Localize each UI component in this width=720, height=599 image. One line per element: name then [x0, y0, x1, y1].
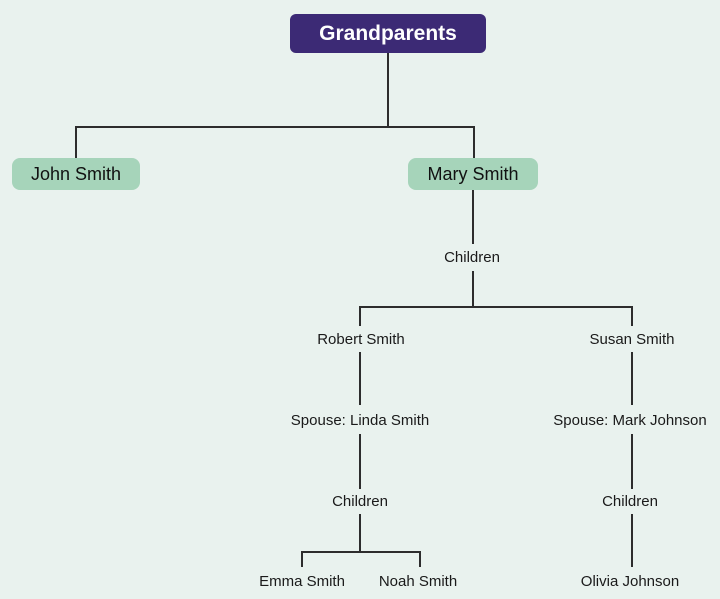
connector-children-bar [359, 306, 633, 308]
connector-susan-stub [631, 306, 633, 326]
label-spouse-mark: Spouse: Mark Johnson [553, 412, 707, 429]
connector-susan-to-spouse [631, 352, 633, 405]
label-spouse-linda: Spouse: Linda Smith [290, 412, 430, 429]
node-john-smith: John Smith [12, 158, 140, 190]
label-noah-smith: Noah Smith [378, 573, 458, 590]
connector-children-label-down [472, 271, 474, 307]
connector-noah-stub [419, 551, 421, 567]
connector-robert-to-spouse [359, 352, 361, 405]
connector-mary-stub [473, 126, 475, 159]
node-grandparents: Grandparents [290, 14, 486, 53]
node-mary-smith: Mary Smith [408, 158, 538, 190]
connector-root-down [387, 53, 389, 127]
connector-mark-to-children [631, 434, 633, 489]
label-robert-smith: Robert Smith [317, 331, 405, 348]
connector-john-stub [75, 126, 77, 159]
connector-grandparents-bar [75, 126, 475, 128]
label-children-susan: Children [602, 493, 658, 510]
label-children-robert: Children [332, 493, 388, 510]
connector-mary-to-children-label [472, 190, 474, 244]
label-olivia-johnson: Olivia Johnson [580, 573, 680, 590]
label-susan-smith: Susan Smith [589, 331, 675, 348]
connector-robert-stub [359, 306, 361, 326]
label-emma-smith: Emma Smith [259, 573, 345, 590]
connector-robert-children-bar [301, 551, 421, 553]
connector-robert-children-down [359, 514, 361, 552]
connector-olivia-stub [631, 514, 633, 567]
connector-linda-to-children [359, 434, 361, 489]
label-children-root: Children [444, 249, 500, 266]
connector-emma-stub [301, 551, 303, 567]
